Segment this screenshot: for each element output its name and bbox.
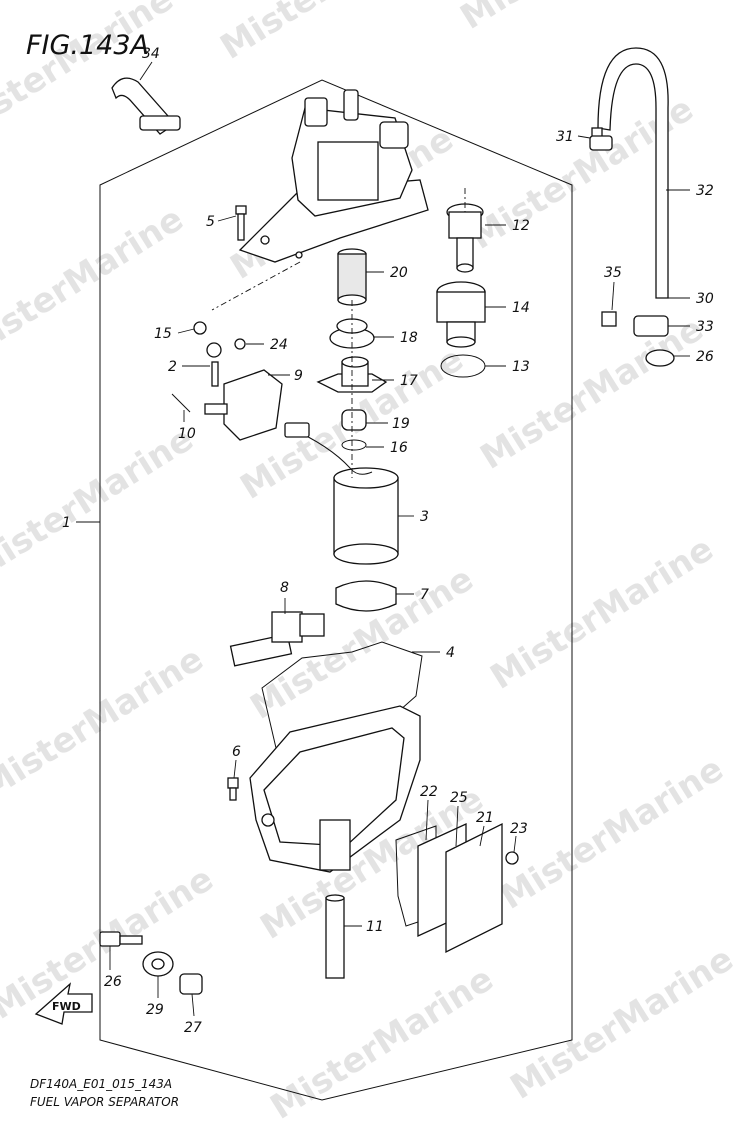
leader-line xyxy=(139,61,153,81)
callout-5: 5 xyxy=(206,214,215,230)
callout-35: 35 xyxy=(604,265,622,281)
callout-29: 29 xyxy=(146,1002,164,1018)
diagram-caption: FUEL VAPOR SEPARATOR xyxy=(30,1095,179,1109)
dashed-line xyxy=(211,261,301,311)
leader-line xyxy=(611,281,615,311)
callout-24: 24 xyxy=(270,337,288,353)
callout-26-lower: 26 xyxy=(104,974,122,990)
callout-1: 1 xyxy=(62,515,71,531)
leader-line xyxy=(191,993,195,1017)
callout-14: 14 xyxy=(512,300,530,316)
watermark-text: MisterMarine xyxy=(264,959,501,1128)
figure-title: FIG.143A xyxy=(26,30,149,61)
tube-part xyxy=(325,894,345,979)
pump-seat-part xyxy=(335,580,397,612)
filter-housing-part xyxy=(436,281,486,348)
callout-23: 23 xyxy=(510,821,528,837)
leader-line xyxy=(455,805,459,847)
watermark-text: MisterMarine xyxy=(494,749,731,918)
assembly-boundary xyxy=(99,79,573,1101)
callout-7: 7 xyxy=(420,587,429,603)
fwd-label: FWD xyxy=(52,1000,81,1013)
fuel-pump-part xyxy=(284,422,399,565)
bolt-part xyxy=(227,777,239,801)
callout-12: 12 xyxy=(512,218,530,234)
watermark-text: MisterMarine xyxy=(0,639,210,808)
leader-line xyxy=(425,799,429,841)
fwd-arrow-icon: FWD xyxy=(34,982,93,1025)
upper-housing xyxy=(238,89,429,263)
watermark-text: MisterMarine xyxy=(454,0,691,38)
callout-27: 27 xyxy=(184,1020,202,1036)
callout-10: 10 xyxy=(178,426,196,442)
callout-26: 26 xyxy=(696,349,714,365)
callout-32: 32 xyxy=(696,183,714,199)
fuel-filter-part xyxy=(337,248,367,306)
callout-15: 15 xyxy=(154,326,172,342)
callout-16: 16 xyxy=(390,440,408,456)
callout-21: 21 xyxy=(476,810,494,826)
callout-2: 2 xyxy=(168,359,177,375)
cover-plate-group xyxy=(395,822,519,954)
pump-bracket-part xyxy=(316,356,388,393)
mount-parts-group xyxy=(99,931,203,995)
model-code: DF140A_E01_015_143A xyxy=(30,1077,172,1091)
callout-33: 33 xyxy=(696,319,714,335)
small-parts-group xyxy=(193,321,246,387)
callout-20: 20 xyxy=(390,265,408,281)
callout-3: 3 xyxy=(420,509,429,525)
bolt-part xyxy=(235,205,247,241)
callout-19: 19 xyxy=(392,416,410,432)
needle-valve-part xyxy=(229,611,325,667)
callout-6: 6 xyxy=(232,744,241,760)
callout-17: 17 xyxy=(400,373,418,389)
clamp-part xyxy=(111,77,181,135)
leader-line xyxy=(233,759,237,779)
callout-31: 31 xyxy=(556,129,574,145)
float-part xyxy=(171,369,283,441)
grommet-part xyxy=(341,409,367,451)
leader-line xyxy=(513,835,517,853)
callout-4: 4 xyxy=(446,645,455,661)
watermark-text: MisterMarine xyxy=(484,529,721,698)
watermark-text: MisterMarine xyxy=(0,199,190,368)
watermark-text: MisterMarine xyxy=(474,309,711,478)
callout-34: 34 xyxy=(142,46,160,62)
leader-line xyxy=(577,135,591,139)
callout-13: 13 xyxy=(512,359,530,375)
callout-22: 22 xyxy=(420,784,438,800)
watermark-text: MisterMarine xyxy=(504,939,739,1108)
watermark-text: MisterMarine xyxy=(214,0,451,68)
leader-line xyxy=(217,215,237,222)
lower-housing xyxy=(249,705,421,873)
callout-25: 25 xyxy=(450,790,468,806)
callout-18: 18 xyxy=(400,330,418,346)
vent-hose-group xyxy=(589,47,675,367)
callout-11: 11 xyxy=(366,919,384,935)
valve-part xyxy=(446,203,484,273)
callout-9: 9 xyxy=(294,368,303,384)
callout-30: 30 xyxy=(696,291,714,307)
leader-line xyxy=(177,328,195,334)
callout-8: 8 xyxy=(280,580,289,596)
leader-line xyxy=(479,825,485,847)
